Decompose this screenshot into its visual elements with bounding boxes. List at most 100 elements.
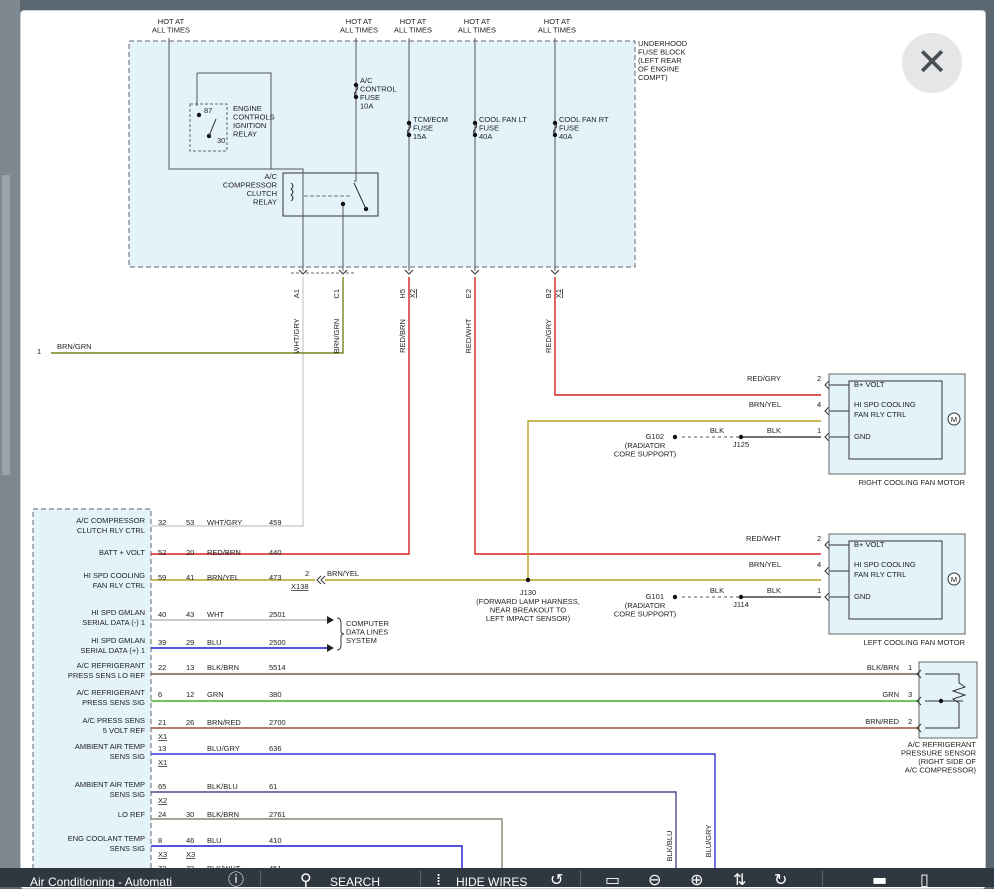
connector-pin-label: A1 <box>292 289 301 298</box>
hide-wires-icon[interactable]: ⁞ <box>436 870 442 888</box>
fuse-label: 10A <box>360 102 373 111</box>
zoom-in-icon[interactable]: ⊕ <box>690 870 704 888</box>
circuit-number: 2501 <box>269 610 286 619</box>
connector-pin-label: E2 <box>464 289 473 298</box>
relay-coil <box>290 182 294 202</box>
ecm-pin-label: AMBIENT AIR TEMP <box>75 742 145 751</box>
ignition-relay-label: IGNITION <box>233 121 266 130</box>
relay-switch <box>208 118 217 137</box>
wire-blk-brn <box>151 818 503 879</box>
wire-color-label: BRN/YEL <box>749 400 781 409</box>
left-cooling-fan-motor-title: LEFT COOLING FAN MOTOR <box>864 638 966 647</box>
toolbar-separator <box>420 870 421 887</box>
background-strip <box>0 0 20 887</box>
splice-label: J130 <box>520 588 536 597</box>
search-button[interactable]: SEARCH <box>330 875 381 887</box>
close-button[interactable]: ✕ <box>902 33 962 93</box>
connector-symbol <box>550 269 560 275</box>
wire-red-gry <box>554 277 821 396</box>
clutch-relay-box <box>282 172 379 217</box>
zoom-out-icon[interactable]: ⊖ <box>648 870 662 888</box>
circuit-number: 2700 <box>269 718 286 727</box>
data-lines-label: DATA LINES <box>346 628 388 637</box>
fuse-block-box <box>128 40 636 268</box>
fit-icon[interactable]: ▭ <box>605 870 621 888</box>
circuit-number: 636 <box>269 744 282 753</box>
wire-brn-yel <box>527 420 821 580</box>
motor-symbol-label: M <box>951 415 957 424</box>
ecm-pin-label: SENS SIG <box>110 790 146 799</box>
ecm-pin-label: A/C REFRIGERANT <box>77 661 146 670</box>
adjust-icon[interactable]: ⇅ <box>733 870 747 888</box>
relay-wire <box>197 72 272 169</box>
clutch-relay-label: RELAY <box>253 198 277 207</box>
clutch-relay-label: A/C <box>264 172 277 181</box>
wire-blu-gry <box>151 753 716 879</box>
fuse-terminal <box>472 132 478 138</box>
fuse-label: CONTROL <box>360 85 397 94</box>
wire-color-label: RED/BRN <box>207 548 241 557</box>
connector-symbol <box>824 406 830 416</box>
connector-symbol <box>916 696 922 706</box>
pressure-sensor-label: (RIGHT SIDE OF <box>918 757 976 766</box>
ignition-relay-label: RELAY <box>233 130 257 139</box>
info-icon[interactable]: ⓘ <box>228 870 245 888</box>
fuse-block-label: (LEFT REAR <box>638 56 682 65</box>
connector-pin-label: 1 <box>817 426 821 435</box>
wire-color-label: BLK/BRN <box>207 663 239 672</box>
ecm-pin-label: LO REF <box>118 810 146 819</box>
motor-symbol-label: M <box>951 575 957 584</box>
ecm-pin-number: 53 <box>186 518 194 527</box>
ecm-pin-number: 13 <box>186 663 194 672</box>
print-icon[interactable]: ▬ <box>872 870 888 888</box>
wire-color-label: BLK <box>710 586 724 595</box>
wire-color-label: BLK <box>767 586 781 595</box>
close-icon[interactable]: ✕ <box>916 40 948 84</box>
connector-pin-label: 3 <box>908 690 912 699</box>
wire-color-label: BLK/BRN <box>867 663 899 672</box>
relay-contact <box>206 133 212 139</box>
right-cooling-fan-motor-title: RIGHT COOLING FAN MOTOR <box>859 478 966 487</box>
connector-id-label: X3 <box>158 850 167 859</box>
splice-dot <box>738 594 744 600</box>
hot-at-all-times-label: ALL TIMES <box>458 26 496 35</box>
circuit-number: 459 <box>269 518 282 527</box>
ecm-pin-label: A/C REFRIGERANT <box>77 688 146 697</box>
search-icon[interactable]: ⚲ <box>300 870 312 888</box>
left-cooling-fan-motor-inner <box>848 540 943 620</box>
ecm-pin-label: 5 VOLT REF <box>103 726 146 735</box>
relay-switch <box>353 182 367 210</box>
ground-label: (RADIATOR <box>625 601 666 610</box>
wire-color-label: GRN <box>882 690 899 699</box>
connector-pin-label: 4 <box>817 400 821 409</box>
relay-contact <box>196 112 202 118</box>
fuse-block-label: FUSE BLOCK <box>638 48 686 57</box>
wire-color-label: BLK/BLU <box>665 831 674 862</box>
document-title: Air Conditioning - Automati <box>30 875 173 887</box>
ecm-pin-label: SENS SIG <box>110 844 146 853</box>
connector-pin-label: B2 <box>544 289 553 298</box>
sensor-junction <box>938 698 944 704</box>
wire-color-label: BLU/GRY <box>207 744 240 753</box>
rotate-icon[interactable]: ↻ <box>774 870 788 888</box>
relay-pin-label: 87 <box>204 106 212 115</box>
bookmark-icon[interactable]: ▯ <box>920 870 929 888</box>
motor-pin-label: HI SPD COOLING <box>854 560 916 569</box>
circuit-number: 61 <box>269 782 277 791</box>
brace-symbol <box>336 617 345 651</box>
ecm-pin-label: A/C PRESS SENS <box>82 716 145 725</box>
connector-symbol <box>470 269 480 275</box>
connector-pin-label: H5 <box>398 289 407 299</box>
ecm-pin-label: SENS SIG <box>110 752 146 761</box>
connector-id-label: X3 <box>186 850 195 859</box>
ecm-pin-number: 6 <box>158 690 162 699</box>
circuit-number: 410 <box>269 836 282 845</box>
undo-icon[interactable]: ↺ <box>550 870 564 888</box>
ecm-pin-label: ENG COOLANT TEMP <box>68 834 145 843</box>
connector-symbol <box>298 269 308 275</box>
ecm-pin-number: 52 <box>158 548 166 557</box>
hide-wires-button[interactable]: HIDE WIRES <box>456 875 528 887</box>
scrollbar[interactable] <box>2 175 10 475</box>
